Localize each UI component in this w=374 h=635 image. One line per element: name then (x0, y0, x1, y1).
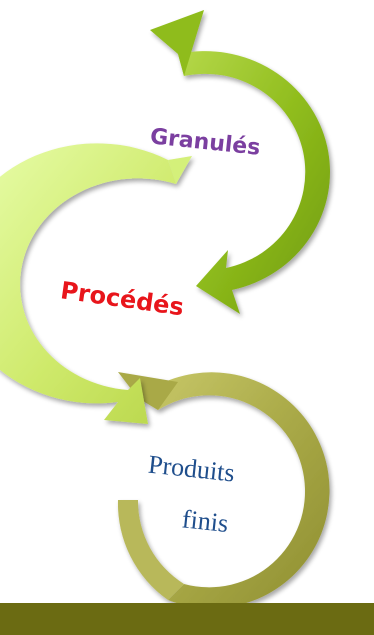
ring-top (150, 10, 330, 315)
step-label-granules: Granulés (149, 124, 262, 160)
bottom-bar (0, 603, 374, 635)
ring-middle (0, 143, 192, 424)
step-label-produits: Produits (147, 450, 236, 488)
step-label-finis: finis (181, 504, 230, 538)
step-label-procedes: Procédés (59, 276, 186, 321)
ring-bottom (117, 372, 330, 609)
